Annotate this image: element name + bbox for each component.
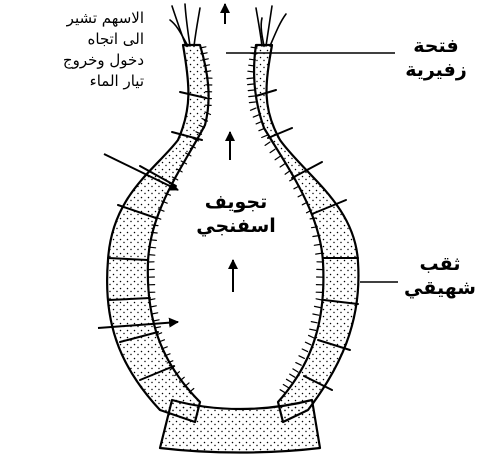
flagellum-hair (150, 247, 156, 248)
flagellum-hair (251, 108, 257, 110)
flagellum-hair (310, 329, 316, 330)
flagellum-hair (248, 90, 254, 91)
flagellum-hair (280, 164, 285, 167)
flagellum-hair (249, 96, 255, 97)
flagellum-hair (316, 253, 322, 254)
arrows-note-label: الاسهم تشير الى اتجاه دخول وخروج تيار ال… (63, 8, 144, 92)
flagellum-hair (259, 128, 265, 130)
flagellum-hair (248, 71, 254, 72)
flagellum-hair (152, 313, 158, 314)
body-base (160, 400, 320, 453)
right-osculum-tuft (256, 6, 286, 46)
flagellum-hair (149, 255, 155, 256)
flagellum-hair (253, 115, 258, 117)
flagellum-hair (280, 390, 285, 393)
flagellum-hair (316, 299, 322, 300)
flagellum-hair (249, 102, 255, 103)
flagellum-hair (151, 232, 157, 233)
flagellum-hair (249, 65, 255, 66)
flagellum-hair (247, 78, 253, 79)
flagellum-hair (251, 47, 257, 48)
flagellum-hair (311, 322, 317, 323)
flagellum-hair (293, 369, 298, 372)
flagellum-hair (152, 225, 158, 226)
flagellum-hair (296, 363, 301, 366)
flagellum-hair (290, 374, 295, 377)
flagellum-hair (265, 142, 270, 145)
flagellum-hair (314, 244, 320, 245)
flagellum-hair (313, 314, 319, 315)
flagellum-hair (270, 149, 275, 152)
flagellum-hair (248, 84, 254, 85)
spongocoel-label: تجويف اسفنجي (193, 190, 279, 238)
flagellum-hair (150, 240, 156, 241)
flagellum-hair (256, 122, 262, 124)
flagellum-hair (250, 59, 256, 60)
flagellum-hair (283, 385, 288, 388)
flagellum-hair (302, 349, 307, 352)
flagellum-hair (287, 379, 292, 382)
flagellum-hair (299, 356, 304, 359)
flagellum-hair (309, 335, 314, 338)
flagellum-hair (315, 306, 321, 307)
ostium-label: ثقب شهيقي (402, 252, 478, 300)
flagellum-hair (285, 171, 290, 174)
flagellum-hair (262, 135, 268, 137)
flagellum-hair (275, 156, 280, 159)
osculum-label: فتحة زفيرية (396, 34, 476, 82)
flagellum-hair (305, 342, 310, 345)
left-osculum-tuft (170, 4, 200, 46)
